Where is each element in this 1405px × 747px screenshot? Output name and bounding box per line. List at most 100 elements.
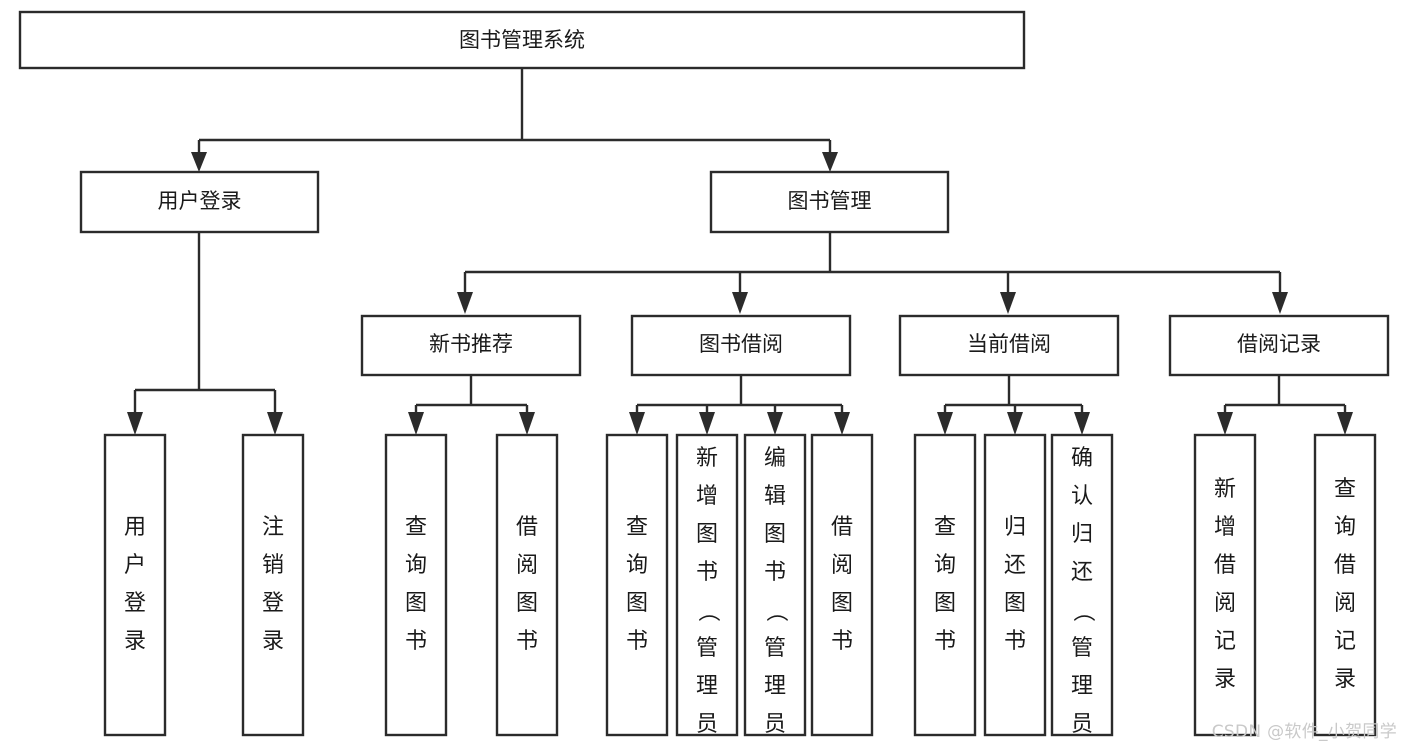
node-book-borrow-label: 图书借阅 (699, 332, 783, 356)
svg-text:登: 登 (262, 591, 284, 616)
node-book-management-box[interactable] (709, 170, 950, 234)
svg-text:辑: 辑 (764, 484, 786, 509)
node-current-borrow-box[interactable] (898, 314, 1120, 377)
svg-text:员: 员 (764, 712, 786, 737)
leaf-box[interactable] (103, 433, 167, 737)
svg-text:（: （ (1070, 600, 1095, 622)
node-user-login[interactable]: 用户登录 (79, 170, 320, 234)
svg-text:编: 编 (764, 446, 786, 471)
svg-text:增: 增 (1214, 515, 1236, 540)
svg-text:新: 新 (1214, 477, 1236, 502)
svg-text:询: 询 (1334, 515, 1356, 540)
node-borrow-record-box[interactable] (1168, 314, 1390, 377)
node-book-management[interactable]: 图书管理 (709, 170, 950, 234)
arrow-head-icon (1074, 412, 1090, 435)
arrow-head-icon (1337, 412, 1353, 435)
leaf-box[interactable] (743, 433, 807, 737)
svg-text:书: 书 (764, 560, 786, 585)
leaf-box[interactable] (1193, 433, 1257, 737)
node-root[interactable]: 图书管理系统 (18, 10, 1026, 70)
svg-text:登: 登 (124, 591, 146, 616)
svg-text:（: （ (695, 600, 720, 622)
node-current-borrow[interactable]: 当前借阅 (898, 314, 1120, 377)
node-root-label: 图书管理系统 (459, 28, 585, 52)
leaf-box[interactable] (810, 433, 874, 737)
svg-text:借: 借 (1334, 553, 1356, 578)
svg-text:图: 图 (831, 591, 853, 616)
arrow-head-icon (699, 412, 715, 435)
svg-text:询: 询 (405, 553, 427, 578)
arrow-head-icon (457, 292, 473, 314)
leaf-box[interactable] (495, 433, 559, 737)
node-user-login-label: 用户登录 (158, 189, 242, 213)
node-new-book-recommend[interactable]: 新书推荐 (360, 314, 582, 377)
node-new-book-recommend-label: 新书推荐 (429, 332, 513, 356)
arrow-head-icon (127, 412, 143, 435)
svg-text:查: 查 (405, 515, 427, 540)
svg-text:阅: 阅 (1334, 591, 1356, 616)
arrow-head-icon (1000, 292, 1016, 314)
svg-text:询: 询 (934, 553, 956, 578)
node-book-borrow-box[interactable] (630, 314, 852, 377)
leaf-box[interactable] (384, 433, 448, 737)
svg-text:录: 录 (1334, 667, 1356, 692)
svg-text:书: 书 (626, 629, 648, 654)
node-book-borrow[interactable]: 图书借阅 (630, 314, 852, 377)
leaf-box[interactable] (241, 433, 305, 737)
svg-text:图: 图 (626, 591, 648, 616)
arrow-head-icon (732, 292, 748, 314)
svg-text:查: 查 (626, 515, 648, 540)
svg-text:录: 录 (1214, 667, 1236, 692)
node-borrow-record[interactable]: 借阅记录 (1168, 314, 1390, 377)
svg-text:还: 还 (1071, 560, 1093, 585)
node-borrow-record-label: 借阅记录 (1237, 332, 1321, 356)
node-user-login-box[interactable] (79, 170, 320, 234)
svg-text:录: 录 (124, 629, 146, 654)
svg-text:理: 理 (1071, 674, 1093, 699)
arrow-head-icon (408, 412, 424, 435)
leaf-box[interactable] (675, 433, 739, 737)
svg-text:阅: 阅 (516, 553, 538, 578)
leaf-node[interactable]: 用户登录 (103, 433, 167, 737)
node-current-borrow-label: 当前借阅 (967, 332, 1051, 356)
leaf-box[interactable] (1313, 433, 1377, 737)
svg-text:新: 新 (696, 446, 718, 471)
leaf-box[interactable] (913, 433, 977, 737)
leaf-label-user-login: 用户登录 (124, 515, 146, 654)
arrow-head-icon (1272, 292, 1288, 314)
svg-text:员: 员 (696, 712, 718, 737)
arrow-head-icon (822, 152, 838, 172)
svg-text:阅: 阅 (1214, 591, 1236, 616)
leaf-box[interactable] (605, 433, 669, 737)
leaf-box[interactable] (1050, 433, 1114, 737)
leaf-box[interactable] (983, 433, 1047, 737)
svg-text:销: 销 (262, 553, 284, 578)
node-root-box[interactable] (18, 10, 1026, 70)
svg-text:询: 询 (626, 553, 648, 578)
arrow-head-icon (191, 152, 207, 172)
svg-text:认: 认 (1071, 484, 1093, 509)
connector-layer (127, 68, 1353, 435)
svg-text:借: 借 (1214, 553, 1236, 578)
node-new-book-recommend-box[interactable] (360, 314, 582, 377)
arrow-head-icon (937, 412, 953, 435)
